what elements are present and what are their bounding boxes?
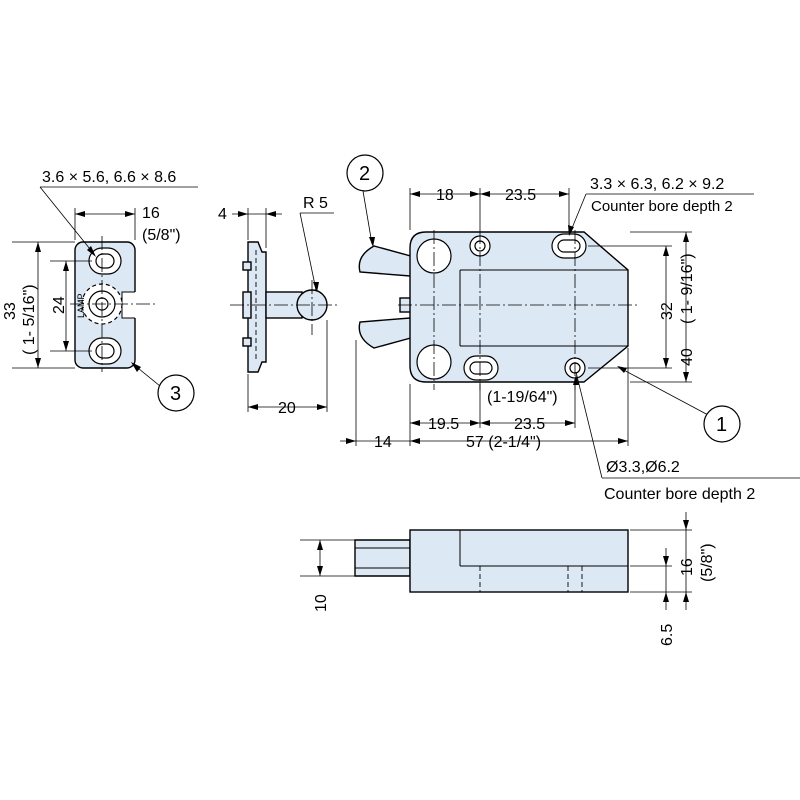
callout-1-label: 1 (716, 414, 727, 436)
dim-5-8-inch: (5/8") (142, 227, 181, 244)
dim-1-9-16-inch: ( 1- 9/16") (679, 253, 696, 324)
dim-6-5: 6.5 (659, 624, 676, 646)
dim-40: 40 (679, 348, 696, 366)
dim-1-19-64-inch: (1-19/64") (487, 389, 558, 406)
callout-1 (703, 405, 741, 443)
dim-16-front: 16 (679, 558, 696, 576)
dim-23-5-top: 23.5 (505, 187, 536, 204)
jaw-profile (354, 539, 411, 577)
holes-note: 3.6 × 5.6, 6.6 × 8.6 (42, 169, 176, 186)
dim-20: 20 (278, 400, 296, 417)
dim-14: 14 (374, 434, 392, 451)
dim-57: 57 (2-1/4") (466, 434, 541, 451)
dim-18: 18 (436, 187, 454, 204)
callout-2 (346, 154, 384, 192)
left-view: LAMP 16 (5/8") 3.6 × 5.6, 6.6 × 8.6 33 (… (2, 169, 198, 412)
slot-counterbore-note: Counter bore depth 2 (591, 198, 733, 215)
dim-1-5-16-inch: ( 1- 5/16") (21, 284, 38, 355)
front-view: 10 16 (5/8") 6.5 (300, 512, 716, 646)
hole-note: Ø3.3,Ø6.2 (606, 459, 680, 476)
upper-jaw (358, 245, 419, 277)
dim-10: 10 (313, 594, 330, 612)
dim-33: 33 (2, 302, 19, 320)
dim-4: 4 (218, 206, 227, 223)
dim-19-5: 19.5 (428, 416, 459, 433)
dim-24: 24 (51, 296, 68, 314)
body-profile (409, 529, 629, 593)
hole-counterbore-note: Counter bore depth 2 (604, 486, 755, 503)
callout-3-label: 3 (170, 383, 181, 405)
dim-r5: R 5 (303, 195, 328, 212)
callout-2-label: 2 (359, 163, 370, 185)
lower-jaw (358, 317, 419, 349)
dim-23-5-bottom: 23.5 (514, 416, 545, 433)
dim-16: 16 (142, 205, 160, 222)
slot-note: 3.3 × 6.3, 6.2 × 9.2 (590, 176, 724, 193)
brand-mark: LAMP (76, 293, 86, 318)
plate-profile (247, 241, 267, 373)
callout-3 (157, 374, 195, 412)
top-view: 18 23.5 3.3 × 6.3, 6.2 × 9.2 Counter bor… (340, 154, 800, 503)
dim-5-8-inch-front: (5/8") (699, 543, 716, 582)
side-view: 4 R 5 20 (218, 195, 340, 417)
dim-32: 32 (659, 302, 676, 320)
